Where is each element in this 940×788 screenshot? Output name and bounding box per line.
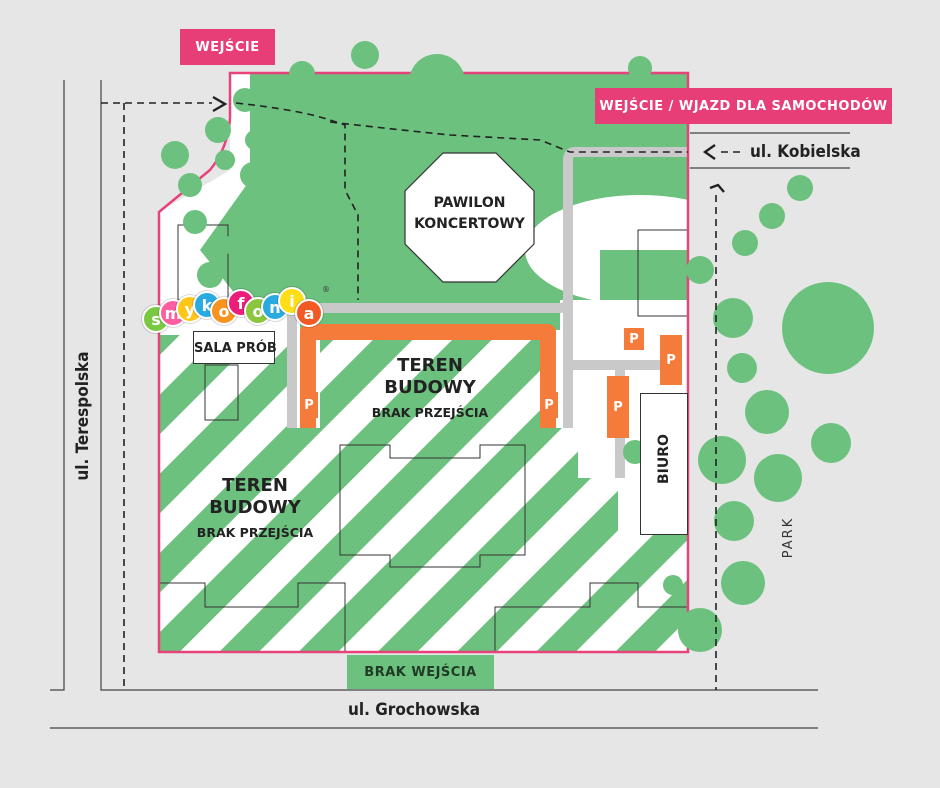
- tree: [183, 210, 207, 234]
- tree: [233, 88, 257, 112]
- tree: [340, 82, 360, 102]
- tree: [239, 194, 261, 216]
- pavilion-label: PAWILON KONCERTOWY: [405, 193, 534, 235]
- construction-center-note: BRAK PRZEJŚCIA: [371, 405, 489, 420]
- tree: [732, 230, 758, 256]
- trees: [161, 41, 874, 652]
- tree: [205, 117, 231, 143]
- tree: [759, 203, 785, 229]
- street-kobielska: ul. Kobielska: [750, 142, 861, 162]
- office-building: [640, 393, 688, 535]
- office-label: BIURO: [656, 434, 672, 484]
- street-grochowska: ul. Grochowska: [348, 700, 481, 720]
- construction-left-label: TEREN BUDOWY BRAK PRZEJŚCIA: [185, 475, 325, 540]
- tree: [745, 390, 789, 434]
- rehearsal-room: SALA PRÓB: [193, 331, 277, 364]
- tree: [197, 262, 223, 288]
- tree: [285, 140, 305, 160]
- tree: [215, 150, 235, 170]
- tree: [754, 454, 802, 502]
- tree: [289, 61, 315, 87]
- tree: [782, 282, 874, 374]
- tree: [811, 423, 851, 463]
- pavilion-label-line1: PAWILON: [433, 195, 506, 211]
- tree: [178, 173, 202, 197]
- tree: [698, 436, 746, 484]
- tree: [240, 162, 266, 188]
- construction-zone: [159, 330, 688, 652]
- tree: [713, 298, 753, 338]
- tree: [663, 575, 683, 595]
- park-label: PARK: [781, 516, 797, 559]
- pavilion-label-line2: KONCERTOWY: [414, 216, 525, 232]
- tree: [282, 260, 302, 280]
- logo-registered-mark: ®: [322, 285, 330, 294]
- street-terespolska: ul. Terespolska: [73, 351, 93, 481]
- construction-left-note: BRAK PRZEJŚCIA: [196, 525, 314, 540]
- street-lines: [50, 80, 850, 729]
- construction-center-line2: BUDOWY: [384, 377, 476, 398]
- construction-center-line1: TEREN: [397, 355, 463, 376]
- logo-letter: a: [295, 299, 323, 327]
- tree: [269, 109, 291, 131]
- tree: [628, 56, 652, 80]
- tree: [223, 235, 243, 255]
- walk-routes: [101, 102, 740, 690]
- tree: [161, 141, 189, 169]
- tree: [351, 41, 379, 69]
- tree: [296, 94, 324, 122]
- tree: [678, 608, 722, 652]
- parking-marker: P: [300, 392, 318, 418]
- entrance-tag: WEJŚCIE: [180, 29, 275, 65]
- lawn: [200, 73, 688, 360]
- tree: [686, 256, 714, 284]
- no-entry-tag: BRAK WEJŚCIA: [347, 655, 494, 689]
- tree: [727, 353, 757, 383]
- parking-strip: [300, 324, 556, 428]
- tree: [245, 130, 265, 150]
- parking-marker: P: [607, 376, 629, 438]
- car-entrance-tag: WEJŚCIE / WJAZD DLA SAMOCHODÓW: [595, 88, 892, 124]
- tree: [714, 501, 754, 541]
- construction-left-line1: TEREN: [222, 475, 288, 496]
- construction-center-label: TEREN BUDOWY BRAK PRZEJŚCIA: [360, 355, 500, 420]
- tree: [409, 54, 465, 110]
- parking-marker: P: [540, 392, 558, 418]
- tree: [787, 175, 813, 201]
- parking-marker: P: [660, 335, 682, 385]
- pavilion-shape: [404, 152, 535, 283]
- tree: [721, 561, 765, 605]
- construction-left-line2: BUDOWY: [209, 497, 301, 518]
- direction-arrows: [212, 95, 725, 193]
- parking-marker: P: [624, 328, 644, 350]
